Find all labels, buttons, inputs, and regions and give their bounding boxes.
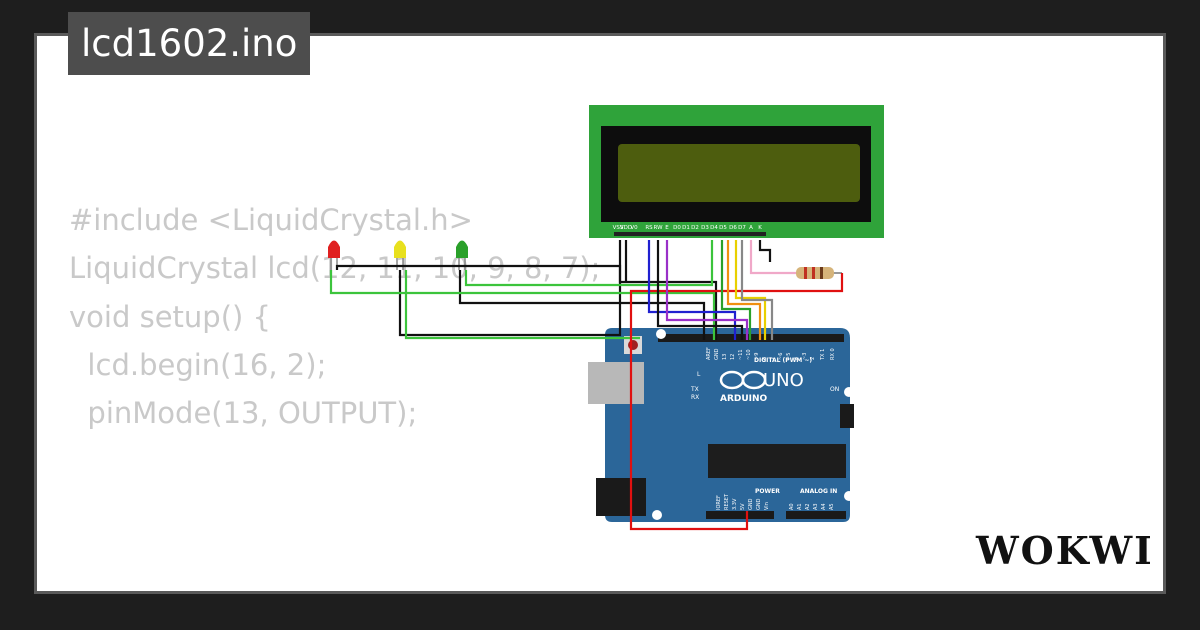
code-line: lcd.begin(16, 2); <box>69 347 327 382</box>
power-pin-label: RESET <box>724 493 730 510</box>
digital-header-label: DIGITAL (PWM ~) <box>754 357 812 364</box>
wire-gray <box>740 240 774 340</box>
power-pin-label: GND <box>756 498 762 510</box>
wire-green <box>404 270 640 340</box>
lcd-pin-label: D7 <box>738 225 746 231</box>
analog-header <box>786 511 846 519</box>
wire-green <box>720 240 752 340</box>
digital-pin-label: ~9 <box>754 353 760 360</box>
power-pin-label: IOREF <box>716 495 722 510</box>
board-brand-label: ARDUINO <box>720 394 768 404</box>
lcd-pin-label: E <box>665 225 669 231</box>
usb-connector <box>588 362 644 404</box>
led-label: TX <box>690 386 699 393</box>
arduino-uno-board[interactable]: DIGITAL (PWM ~) UNO ARDUINO POWER ANALOG… <box>588 328 854 522</box>
lcd-pin-label: D4 <box>710 225 718 231</box>
icsp-header <box>840 404 854 428</box>
wokwi-logo: WOKWI <box>975 528 1150 573</box>
resistor[interactable] <box>752 267 842 279</box>
power-pin-label: 3.3V <box>732 498 738 510</box>
digital-pin-label: 8 <box>762 357 768 360</box>
wire-black <box>758 240 772 262</box>
analog-pin-label: A2 <box>805 503 811 510</box>
board-model-label: UNO <box>763 370 804 391</box>
lcd-pin-label: K <box>758 225 762 231</box>
analog-pin-label: A5 <box>829 503 835 510</box>
lcd-pin-label: VDD <box>620 225 632 231</box>
led-label: RX <box>691 394 699 401</box>
lcd-pin-label: V0 <box>630 225 638 231</box>
digital-pin-label: ~3 <box>802 353 808 360</box>
atmega-chip <box>708 444 846 478</box>
code-line: #include <LiquidCrystal.h> <box>69 203 473 237</box>
led-yellow[interactable] <box>394 240 406 271</box>
wire-pink <box>749 240 796 275</box>
code-line: pinMode(13, OUTPUT); <box>69 396 418 431</box>
led-label: L <box>697 371 701 378</box>
wires <box>329 240 844 531</box>
wire-red <box>629 345 749 531</box>
wire-black <box>458 270 706 340</box>
digital-pin-label: RX 0 <box>830 348 836 360</box>
wire-black <box>398 240 622 337</box>
power-pin-label: 5V <box>740 503 746 510</box>
lcd-pin-label: D5 <box>719 225 727 231</box>
lcd-pin-label: D1 <box>682 225 690 231</box>
lcd-pin-label: D6 <box>729 225 737 231</box>
digital-pin-label: 13 <box>722 354 728 360</box>
power-header <box>706 511 774 519</box>
power-label: POWER <box>755 488 780 495</box>
led-label: ON <box>830 386 839 393</box>
lcd-1602[interactable]: VSS VDD V0 RS RW E D0 D1 D2 D3 D4 D5 D6 … <box>589 105 884 238</box>
wire-orange <box>726 240 762 340</box>
digital-pin-label: ~6 <box>778 353 784 360</box>
lcd-pin-label: VSS <box>613 225 624 231</box>
led-green[interactable] <box>456 240 468 271</box>
wokwi-logo-text: WOKWI <box>975 528 1150 573</box>
analog-pin-label: A3 <box>813 503 819 510</box>
lcd-pin-label: D3 <box>701 225 709 231</box>
wire-yellow <box>734 240 767 340</box>
digital-pin-label: 2 <box>810 357 816 360</box>
lcd-pin-label: RS <box>645 225 653 231</box>
digital-pin-label: ~10 <box>746 349 752 360</box>
wire-green <box>329 270 716 340</box>
wire-purple <box>665 240 749 340</box>
lcd-pin-label: D2 <box>691 225 699 231</box>
wire-black <box>656 240 744 340</box>
digital-pin-label: GND <box>714 348 720 360</box>
power-pin-label: Vin <box>764 502 770 510</box>
arduino-logo-icon <box>719 370 767 390</box>
power-pin-label: GND <box>748 498 754 510</box>
analog-pin-label: A0 <box>789 503 795 510</box>
analog-pin-label: A1 <box>797 503 803 510</box>
code-preview: #include <LiquidCrystal.h>LiquidCrystal … <box>69 196 600 437</box>
lcd-pin-header <box>614 232 766 236</box>
digital-pin-label: AREF <box>706 347 712 360</box>
digital-pin-label: 7 <box>770 357 776 360</box>
lcd-pin-labels: VSS VDD V0 RS RW E D0 D1 D2 D3 D4 D5 D6 … <box>613 225 763 231</box>
analog-pin-label: A4 <box>821 503 827 510</box>
analog-label: ANALOG IN <box>800 488 837 495</box>
digital-pin-label: TX 1 <box>820 349 826 361</box>
digital-pin-label: 4 <box>794 357 800 360</box>
file-title-badge: lcd1602.ino <box>68 12 311 75</box>
wire-green <box>464 240 714 287</box>
digital-pin-label: ~11 <box>738 349 744 360</box>
code-line: void setup() { <box>69 299 271 334</box>
digital-pin-label: 12 <box>730 354 736 360</box>
lcd-pin-label: RW <box>653 225 663 231</box>
power-jack <box>596 478 646 516</box>
lcd-pin-label: D0 <box>673 225 681 231</box>
digital-pin-label: ~5 <box>786 353 792 360</box>
lcd-pin-label: A <box>749 225 753 231</box>
